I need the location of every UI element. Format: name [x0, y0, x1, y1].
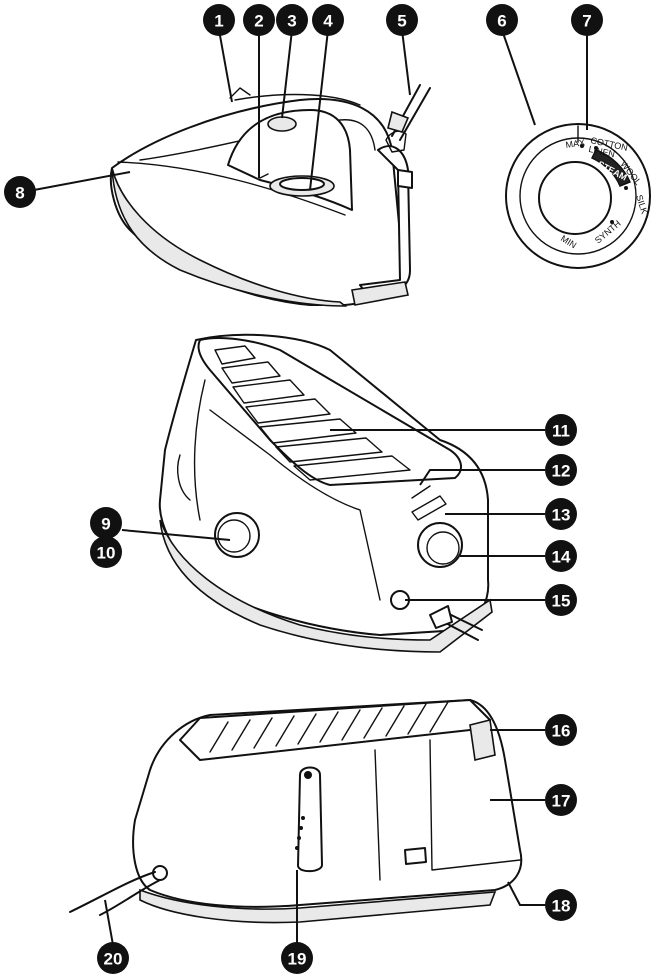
- callout-18: 18: [545, 889, 577, 921]
- svg-text:4: 4: [323, 12, 333, 31]
- base-station-rear: [69, 699, 523, 924]
- callout-3: 3: [276, 4, 308, 36]
- callout-10: 10: [90, 536, 122, 568]
- callout-badges: 1 2 3 4 5 6 7 8 9 10 11 12 13 14 15 16 1…: [4, 4, 603, 974]
- svg-text:13: 13: [552, 506, 571, 525]
- svg-text:18: 18: [552, 897, 571, 916]
- callout-8: 8: [4, 176, 36, 208]
- svg-text:14: 14: [552, 548, 571, 567]
- svg-text:11: 11: [552, 422, 570, 441]
- svg-text:15: 15: [552, 592, 571, 611]
- callout-20: 20: [97, 942, 129, 974]
- vent-slots: [214, 345, 411, 481]
- svg-text:2: 2: [254, 12, 263, 31]
- svg-text:3: 3: [287, 12, 296, 31]
- svg-text:20: 20: [104, 950, 123, 969]
- svg-text:10: 10: [97, 544, 116, 563]
- svg-text:9: 9: [101, 515, 110, 534]
- callout-14: 14: [545, 540, 577, 572]
- callout-1: 1: [203, 4, 235, 36]
- callout-11: 11: [545, 414, 577, 446]
- callout-19: 19: [281, 942, 313, 974]
- callout-4: 4: [312, 4, 344, 36]
- callout-16: 16: [545, 714, 577, 746]
- temperature-dial: STEAM MAX COTTONLINEN WOOL SILK SYNTH MI…: [505, 123, 651, 269]
- callout-15: 15: [545, 584, 577, 616]
- svg-text:12: 12: [552, 462, 571, 481]
- base-station-front: [158, 333, 493, 653]
- callout-17: 17: [545, 784, 577, 816]
- rear-vent-slots: [209, 701, 449, 753]
- callout-5: 5: [386, 4, 418, 36]
- callout-12: 12: [545, 454, 577, 486]
- callout-7: 7: [571, 4, 603, 36]
- svg-text:6: 6: [497, 12, 506, 31]
- callout-9: 9: [90, 507, 122, 539]
- callout-13: 13: [545, 498, 577, 530]
- svg-text:17: 17: [552, 792, 571, 811]
- svg-text:5: 5: [397, 12, 406, 31]
- callout-6: 6: [486, 4, 518, 36]
- svg-text:1: 1: [214, 12, 223, 31]
- callout-lines: [33, 29, 588, 946]
- iron-illustration: [109, 84, 431, 307]
- svg-text:7: 7: [582, 12, 591, 31]
- svg-text:16: 16: [552, 722, 571, 741]
- svg-text:8: 8: [15, 184, 24, 203]
- svg-text:19: 19: [288, 950, 307, 969]
- callout-2: 2: [243, 4, 275, 36]
